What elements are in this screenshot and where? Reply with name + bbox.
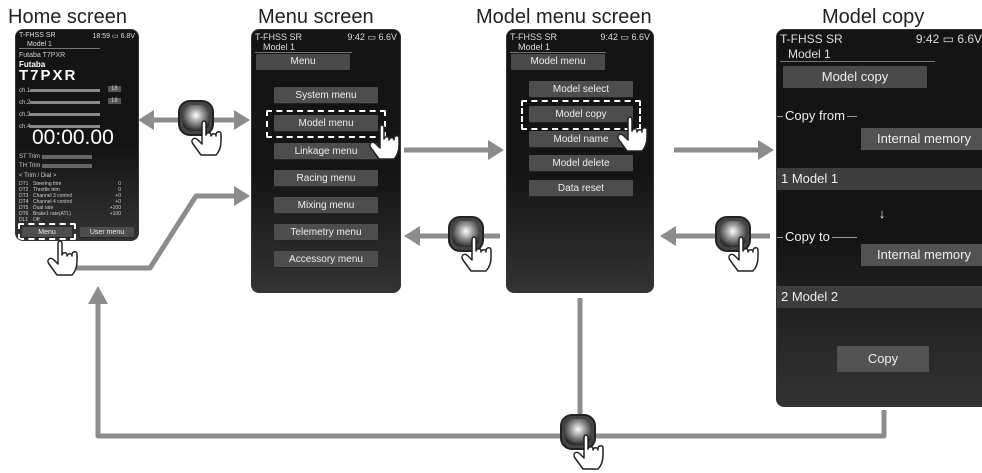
model-name: Model 1 — [510, 42, 606, 53]
battery-icon: ▭ — [620, 32, 629, 42]
title-model-copy: Model copy — [822, 6, 925, 28]
status-text: T-FHSS SR — [780, 32, 843, 46]
status-text: T-FHSS SR — [19, 32, 56, 39]
title-model-menu-screen: Model menu screen — [476, 6, 652, 28]
system-menu-button[interactable]: System menu — [274, 87, 378, 104]
model-select-button[interactable]: Model select — [529, 81, 633, 98]
model-menu-button[interactable]: Model menu — [274, 115, 378, 132]
model-name-button[interactable]: Model name — [529, 131, 633, 148]
model-copy-header: Model copy — [783, 66, 927, 88]
touch-icon — [560, 414, 604, 470]
channel-label: ch.1 — [19, 88, 31, 94]
dest-memory-button[interactable]: Internal memory — [861, 244, 982, 266]
menu-button-highlight — [18, 223, 76, 240]
arrow-head — [234, 186, 250, 206]
linkage-menu-button[interactable]: Linkage menu — [274, 143, 378, 160]
model-copy-highlight — [521, 100, 641, 130]
voltage-text: 6.6V — [631, 32, 650, 42]
mixing-menu-button[interactable]: Mixing menu — [274, 197, 378, 214]
model-copy-button[interactable]: Model copy — [529, 106, 633, 123]
model-copy-screen: T-FHSS SR 9:42 ▭ 6.6V Model 1 Model copy… — [777, 30, 982, 406]
touch-icon — [715, 216, 759, 272]
hand-icon — [47, 240, 78, 276]
copy-button[interactable]: Copy — [837, 346, 929, 372]
channel-badge: 18 — [108, 86, 121, 92]
trim-label: ST Trim — [19, 154, 40, 160]
title-menu-screen: Menu screen — [258, 6, 374, 28]
model-name: Model 1 — [19, 41, 101, 49]
timer-display[interactable]: 00:00.00 — [32, 126, 114, 149]
status-text: T-FHSS SR — [510, 32, 558, 42]
hand-icon — [369, 124, 400, 160]
channel-label: ch.3 — [19, 112, 31, 118]
trim-bar — [42, 164, 92, 168]
trim-label: TH Trim — [19, 163, 41, 169]
source-model-row[interactable]: 1 Model 1 — [777, 168, 982, 190]
menu-header: Menu — [256, 54, 350, 70]
time-text: 9:42 — [347, 32, 365, 42]
accessory-menu-button[interactable]: Accessory menu — [274, 251, 378, 268]
copy-to-label: Copy to — [783, 229, 832, 244]
title-home-screen: Home screen — [8, 6, 127, 28]
hand-icon — [617, 116, 648, 152]
brand-logo: Futaba — [19, 60, 46, 69]
model-name: Model 1 — [255, 42, 352, 53]
channel-bar — [30, 89, 100, 92]
model-menu-screen: T-FHSS SR 9:42 ▭ 6.6V Model 1 Model menu… — [507, 30, 653, 292]
arrow-return-home — [95, 298, 887, 439]
down-arrow-icon: ↓ — [878, 206, 886, 221]
battery-icon: ▭ — [942, 32, 954, 46]
time-text: 9:42 — [915, 32, 940, 46]
time-text: 18:59 — [92, 33, 111, 40]
channel-bar — [30, 125, 100, 128]
product-logo: T7PXR — [19, 67, 78, 84]
channel-bar — [30, 101, 100, 104]
home-screen: T-FHSS SR 18:59 ▭ 6.8V Model 1 Futaba T7… — [16, 30, 138, 240]
voltage-text: 6.8V — [120, 33, 135, 40]
brand-small: Futaba T7PXR — [19, 52, 66, 59]
trim-bar — [42, 155, 92, 159]
user-menu-button[interactable]: User menu — [80, 227, 134, 238]
voltage-text: 6.6V — [957, 32, 982, 46]
channel-label: ch.2 — [19, 100, 31, 106]
data-reset-button[interactable]: Data reset — [529, 180, 633, 197]
channel-label: ch.4 — [19, 124, 31, 130]
battery-icon: ▭ — [367, 32, 376, 42]
dial-header: < Trim / Dial > — [19, 173, 57, 179]
dest-model-row[interactable]: 2 Model 2 — [777, 286, 982, 308]
model-menu-highlight — [266, 110, 386, 138]
model-delete-button[interactable]: Model delete — [529, 155, 633, 172]
battery-icon: ▭ — [112, 33, 119, 40]
channel-badge: 18 — [108, 98, 121, 104]
channel-bar — [30, 113, 100, 116]
racing-menu-button[interactable]: Racing menu — [274, 170, 378, 187]
voltage-text: 6.6V — [378, 32, 397, 42]
copy-from-label: Copy from — [783, 108, 847, 123]
source-memory-button[interactable]: Internal memory — [861, 128, 982, 150]
status-text: T-FHSS SR — [255, 32, 303, 42]
telemetry-menu-button[interactable]: Telemetry menu — [274, 224, 378, 241]
model-menu-header: Model menu — [511, 54, 605, 70]
menu-screen: T-FHSS SR 9:42 ▭ 6.6V Model 1 Menu Syste… — [252, 30, 400, 292]
time-text: 9:42 — [600, 32, 618, 42]
touch-icon — [448, 216, 492, 272]
touch-icon — [178, 100, 222, 156]
arrow-home-to-menu — [76, 193, 238, 271]
model-name: Model 1 — [780, 47, 935, 62]
menu-button[interactable]: Menu — [22, 227, 72, 238]
